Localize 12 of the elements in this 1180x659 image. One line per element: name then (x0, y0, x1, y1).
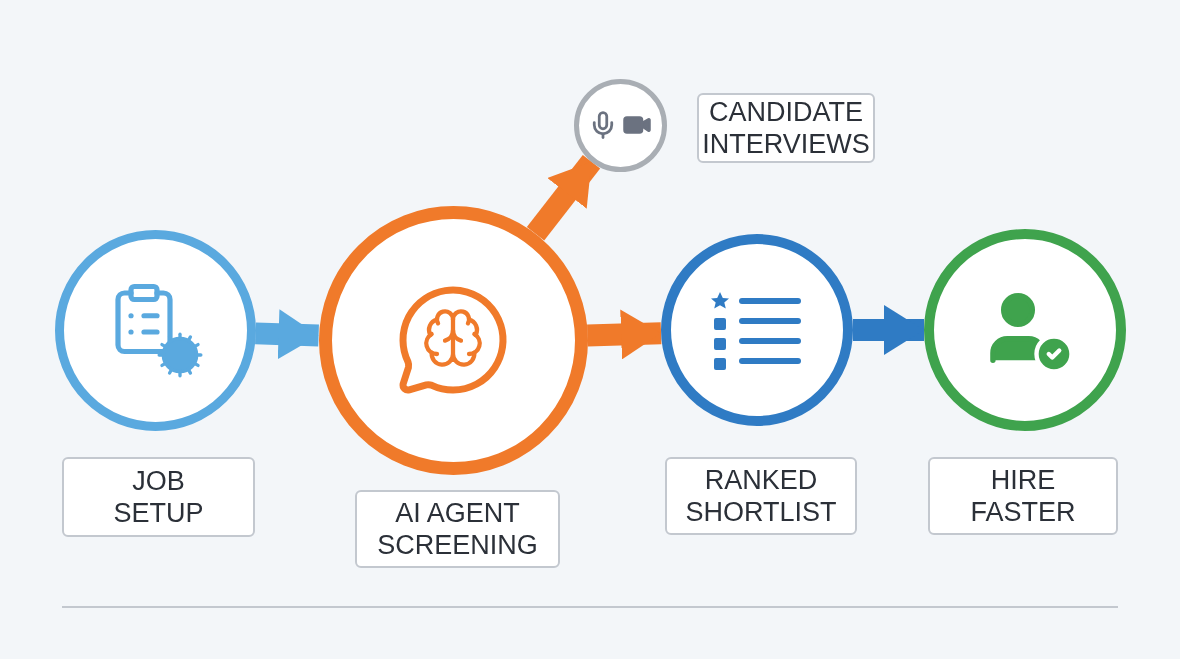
callout-box (928, 457, 1118, 535)
step-label: HIRE FASTER (969, 464, 1077, 528)
arrow (853, 305, 924, 355)
callout-box (355, 490, 560, 568)
step-label: CANDIDATE INTERVIEWS (702, 96, 870, 160)
step-label: RANKED SHORTLIST (684, 464, 838, 528)
arrow (587, 309, 662, 360)
step-label: AI AGENT SCREENING (376, 497, 539, 561)
callout-box (62, 457, 255, 537)
callout-box (665, 457, 857, 535)
arrow (255, 309, 319, 360)
step-label: JOB SETUP (112, 465, 205, 529)
